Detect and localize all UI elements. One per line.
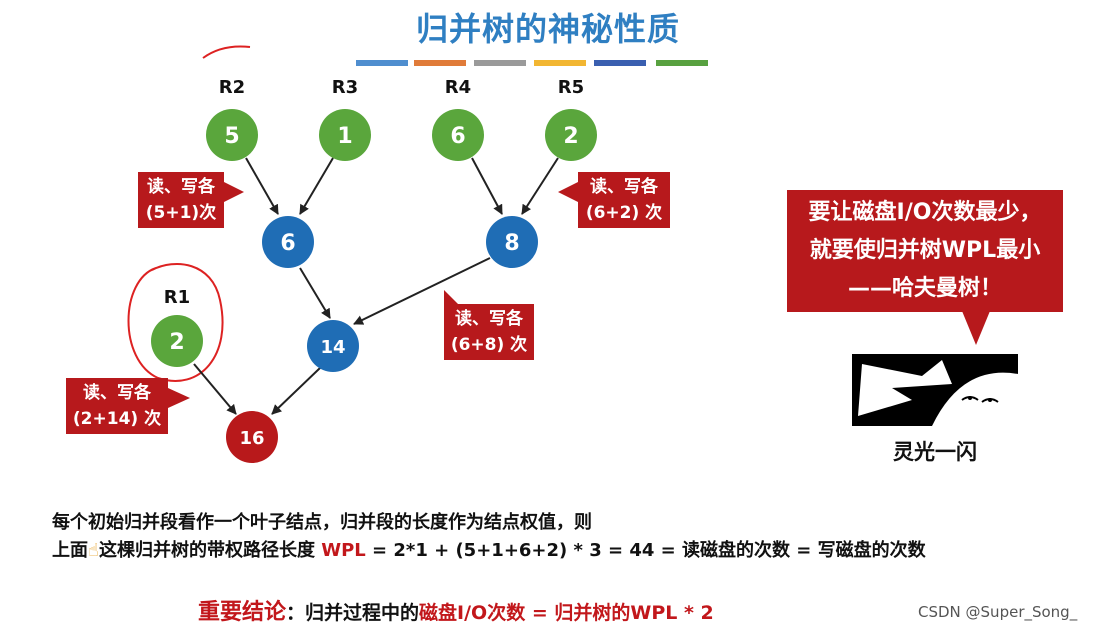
conclusion-colon: ： [286,602,306,624]
callout-pointer [444,290,460,306]
huffman-insight-callout: 要让磁盘I/O次数最少， 就要使归并树WPL最小 ——哈夫曼树！ [787,190,1063,312]
wpl-label: WPL [321,540,366,561]
meme-caption: 灵光一闪 [893,440,977,464]
inspiration-meme-image [852,354,1018,426]
leaf-node-r4: 6 [432,109,484,161]
conclusion-line: 重要结论：归并过程中的磁盘I/O次数 = 归并树的WPL * 2 [198,594,714,626]
callout-merge-r1-14: 读、写各 (2+14) 次 [66,378,168,434]
stripe-4 [534,60,586,66]
leaf-label-r5: R5 [558,77,584,98]
edge-r4-to-8 [471,157,503,215]
red-scribble-mark [202,45,251,59]
callout-line: (6+2) 次 [585,203,663,223]
insight-line-1: 要让磁盘I/O次数最少， [808,200,1042,225]
edge-8-to-14 [353,257,491,325]
root-value: 16 [239,428,264,449]
leaf-node-r2: 5 [206,109,258,161]
conclusion-highlight-1: 磁盘I/O次数 [419,602,526,624]
leaf-node-r5: 2 [545,109,597,161]
internal-node-8: 8 [486,216,538,268]
edge-14-to-16 [271,367,321,415]
leaf-label-r4: R4 [445,77,471,98]
callout-line: 读、写各 [455,309,523,329]
internal-value: 6 [280,231,295,256]
callout-line: (5+1)次 [145,203,217,223]
callout-pointer [558,182,578,202]
insight-line-2: 就要使归并树WPL最小 [809,238,1041,263]
edge-r1-to-16 [193,363,237,415]
edge-r2-to-6 [245,157,279,215]
callout-line: 读、写各 [83,383,151,403]
stripe-2 [414,60,466,66]
insight-line-3: ——哈夫曼树！ [847,276,1002,301]
explanation-line-1: 每个初始归并段看作一个叶子结点，归并段的长度作为结点权值，则 [52,508,592,534]
explanation-prefix: 上面 [52,540,88,561]
stripe-6 [656,60,708,66]
conclusion-equals: = [525,602,555,624]
conclusion-label: 重要结论 [198,600,287,625]
internal-value: 14 [320,337,345,358]
leaf-value: 5 [224,124,239,149]
edge-r5-to-8 [521,157,559,215]
conclusion-highlight-2: 归并树的WPL * 2 [554,602,714,624]
leaf-node-r1: 2 [151,315,203,367]
leaf-node-r3: 1 [319,109,371,161]
callout-line: (6+8) 次 [450,335,528,355]
callout-pointer [224,182,244,202]
leaf-label-r2: R2 [219,77,245,98]
stripe-1 [356,60,408,66]
leaf-value: 2 [169,330,184,355]
conclusion-text-1: 归并过程中的 [305,602,420,624]
stripe-5 [594,60,646,66]
leaf-label-r3: R3 [332,77,358,98]
pointing-hand-icon: ☝ [88,540,99,561]
csdn-watermark: CSDN @Super_Song_ [918,603,1078,621]
callout-merge-r4-r5: 读、写各 (6+2) 次 [578,172,670,228]
callout-pointer [168,388,190,408]
explanation-line-2: 上面☝这棵归并树的带权路径长度 WPL = 2*1 + (5+1+6+2) * … [52,536,926,562]
explanation-text: 每个初始归并段看作一个叶子结点，归并段的长度作为结点权值，则 [52,512,592,533]
internal-node-14: 14 [307,320,359,372]
edge-6-to-14 [299,267,331,319]
callout-line: 读、写各 [147,177,215,197]
callout-line: 读、写各 [590,177,658,197]
red-circle-annotation [127,263,224,382]
callout-merge-6-8: 读、写各 (6+8) 次 [444,304,534,360]
leaf-value: 6 [450,124,465,149]
leaf-label-r1: R1 [164,287,190,308]
edge-r3-to-6 [299,157,334,215]
meme-drawing [852,354,1018,426]
page-title: 归并树的神秘性质 [415,10,680,48]
leaf-value: 1 [337,124,352,149]
wpl-formula: = 2*1 + (5+1+6+2) * 3 = 44 = 读磁盘的次数 = 写磁… [365,540,926,561]
leaf-value: 2 [563,124,578,149]
internal-value: 8 [504,231,519,256]
callout-merge-r2-r3: 读、写各 (5+1)次 [138,172,224,228]
root-node-16: 16 [226,411,278,463]
internal-node-6: 6 [262,216,314,268]
insight-callout-pointer [962,311,990,345]
callout-line: (2+14) 次 [72,409,162,429]
explanation-mid: 这棵归并树的带权路径长度 [98,540,322,561]
stripe-3 [474,60,526,66]
